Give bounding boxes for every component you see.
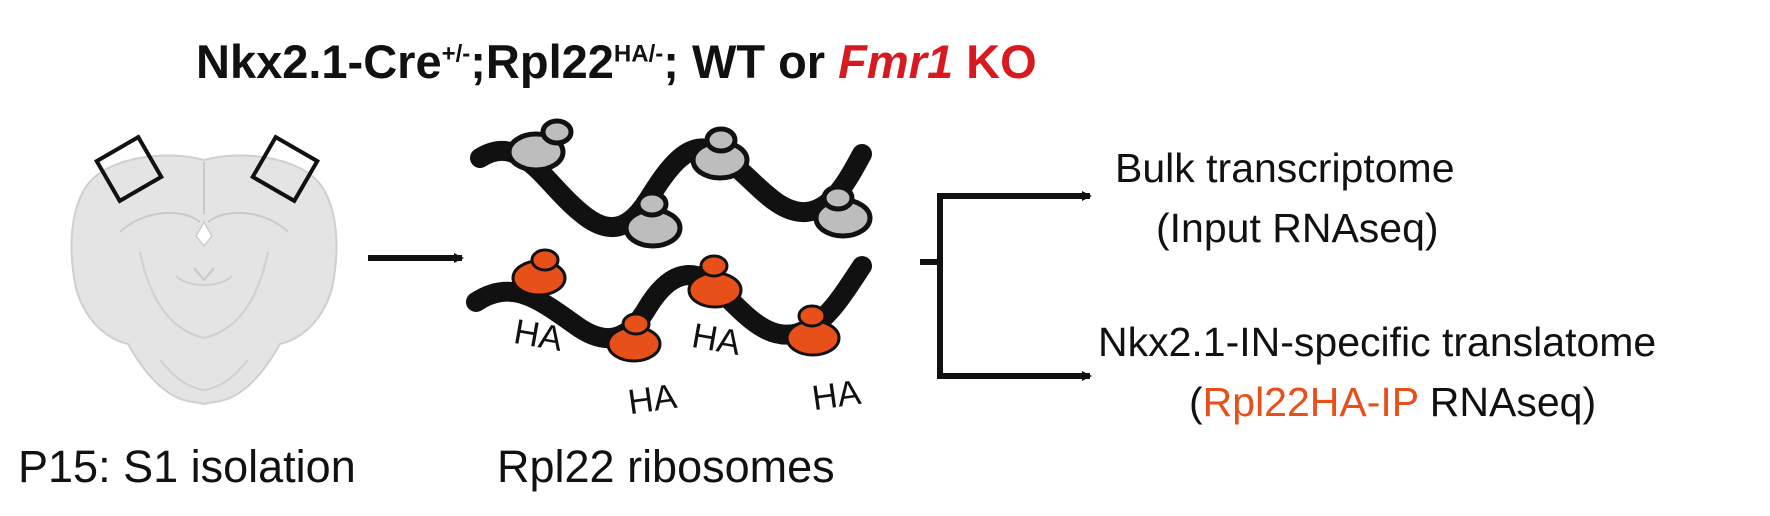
ha-tag-label: HA	[625, 376, 680, 423]
ha-tag-label: HA	[809, 372, 864, 419]
ha-ribosomes-icon	[466, 248, 872, 363]
s1-region-box-right	[249, 134, 321, 204]
ha-tag-label: HA	[688, 316, 744, 363]
branch-arrows	[920, 191, 1092, 381]
ha-tag-label: HA	[510, 312, 566, 359]
bulk-output-title: Bulk transcriptome	[1115, 145, 1455, 191]
translatome-output-method: (Rpl22HA-IP RNAseq)	[1189, 379, 1597, 425]
gray-ribosomes-icon	[470, 118, 873, 249]
bulk-output-method: (Input RNAseq)	[1156, 205, 1439, 251]
brain-section-icon	[70, 154, 338, 406]
translatome-output-title: Nkx2.1-IN-specific translatome	[1098, 319, 1657, 365]
isolation-label: P15: S1 isolation	[18, 441, 356, 492]
genotype-title: Nkx2.1-Cre+/-;Rpl22HA/-; WT or Fmr1 KO	[196, 35, 1037, 88]
s1-region-box-left	[93, 134, 165, 204]
ribosomes-label: Rpl22 ribosomes	[497, 441, 835, 492]
